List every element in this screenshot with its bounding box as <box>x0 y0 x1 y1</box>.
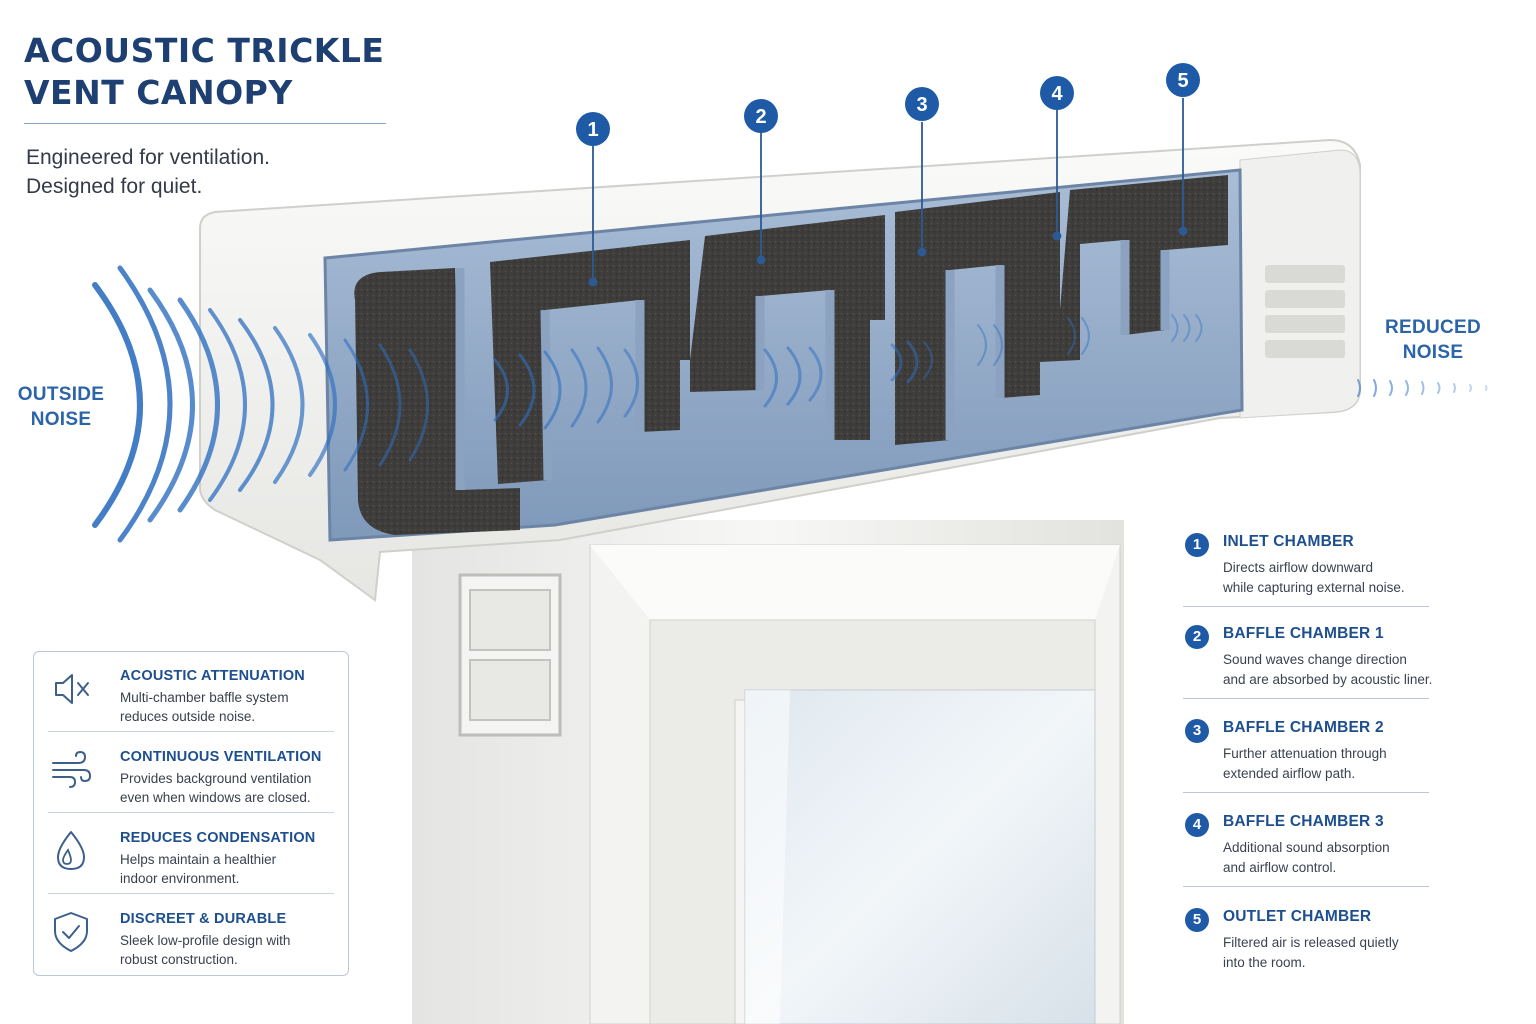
chamber-number-badge: 5 <box>1185 908 1209 932</box>
chamber-divider <box>1183 792 1429 793</box>
feature-heading: CONTINUOUS VENTILATION <box>120 749 322 765</box>
chamber-description-line: and are absorbed by acoustic liner. <box>1223 672 1433 687</box>
feature-description: Sleek low-profile design with robust con… <box>120 931 346 969</box>
feature-heading: ACOUSTIC ATTENUATION <box>120 668 305 684</box>
callout-number: 5 <box>1177 70 1188 92</box>
callout-badge: 4 <box>1040 76 1074 110</box>
feature-description-line: indoor environment. <box>120 871 240 886</box>
chamber-divider <box>1183 886 1429 887</box>
chamber-number-badge: 4 <box>1185 813 1209 837</box>
chamber-description-line: extended airflow path. <box>1223 766 1356 781</box>
callout-badge: 1 <box>576 112 610 146</box>
title-line-1: ACOUSTIC TRICKLE <box>24 31 385 70</box>
callout-badge: 3 <box>905 87 939 121</box>
feature-divider <box>48 893 334 894</box>
chamber-description-line: while capturing external noise. <box>1223 580 1405 595</box>
chamber-description-line: Further attenuation through <box>1223 746 1387 761</box>
feature-description: Provides background ventilation even whe… <box>120 769 346 807</box>
chamber-item-baffle-3: 4 BAFFLE CHAMBER 3 Additional sound abso… <box>1183 808 1443 902</box>
feature-acoustic-attenuation: ACOUSTIC ATTENUATION Multi-chamber baffl… <box>34 652 348 732</box>
feature-description: Helps maintain a healthier indoor enviro… <box>120 850 346 888</box>
reduced-noise-label: REDUCED NOISE <box>1376 315 1490 365</box>
chamber-divider <box>1183 606 1429 607</box>
subtitle-line-2: Designed for quiet. <box>26 175 203 198</box>
chamber-description: Further attenuation through extended air… <box>1223 744 1448 784</box>
chamber-description: Additional sound absorption and airflow … <box>1223 838 1448 878</box>
chamber-cross-section <box>323 168 1244 542</box>
feature-description-line: reduces outside noise. <box>120 709 256 724</box>
callout-badge: 5 <box>1166 63 1200 97</box>
chamber-number-badge: 2 <box>1185 625 1209 649</box>
callout-badge: 2 <box>744 99 778 133</box>
feature-description-line: Multi-chamber baffle system <box>120 690 289 705</box>
reduced-noise-line-1: REDUCED <box>1384 317 1482 338</box>
feature-description-line: Helps maintain a healthier <box>120 852 277 867</box>
callout-number: 4 <box>1051 83 1063 105</box>
callout-leaders <box>588 98 1188 287</box>
callout-number: 2 <box>755 106 766 128</box>
chamber-description-line: Additional sound absorption <box>1223 840 1390 855</box>
chamber-number-badge: 1 <box>1185 533 1209 557</box>
feature-description-line: Sleek low-profile design with <box>120 933 291 948</box>
chamber-heading: BAFFLE CHAMBER 1 <box>1223 625 1384 642</box>
title-line-2: VENT CANOPY <box>24 73 293 112</box>
feature-discreet-durable: DISCREET & DURABLE Sleek low-profile des… <box>34 895 348 975</box>
chamber-item-baffle-1: 2 BAFFLE CHAMBER 1 Sound waves change di… <box>1183 620 1443 714</box>
outside-noise-label: OUTSIDE NOISE <box>8 382 114 432</box>
feature-heading: DISCREET & DURABLE <box>120 911 287 927</box>
chamber-description-line: and airflow control. <box>1223 860 1337 875</box>
subtitle-line-1: Engineered for ventilation. <box>26 146 270 169</box>
title-divider <box>24 123 386 124</box>
chamber-item-inlet: 1 INLET CHAMBER Directs airflow downward… <box>1183 528 1443 622</box>
chamber-description-line: Sound waves change direction <box>1223 652 1407 667</box>
outside-noise-line-1: OUTSIDE <box>17 384 105 405</box>
chamber-description-line: Directs airflow downward <box>1223 560 1374 575</box>
reduced-noise-line-2: NOISE <box>1402 342 1464 363</box>
window-frame <box>412 520 1124 1024</box>
feature-description-line: even when windows are closed. <box>120 790 311 805</box>
feature-description: Multi-chamber baffle system reduces outs… <box>120 688 346 726</box>
chamber-number-badge: 3 <box>1185 719 1209 743</box>
muted-speaker-icon <box>55 674 89 704</box>
chamber-item-baffle-2: 3 BAFFLE CHAMBER 2 Further attenuation t… <box>1183 714 1443 808</box>
chamber-description-line: into the room. <box>1223 955 1306 970</box>
feature-description-line: Provides background ventilation <box>120 771 312 786</box>
chamber-heading: INLET CHAMBER <box>1223 533 1354 550</box>
feature-divider <box>48 812 334 813</box>
chamber-description: Directs airflow downward while capturing… <box>1223 558 1448 598</box>
feature-description-line: robust construction. <box>120 952 238 967</box>
sound-waves <box>92 265 1488 543</box>
chamber-description: Sound waves change direction and are abs… <box>1223 650 1448 690</box>
feature-continuous-ventilation: CONTINUOUS VENTILATION Provides backgrou… <box>34 733 348 813</box>
chamber-description: Filtered air is released quietly into th… <box>1223 933 1448 973</box>
features-panel: ACOUSTIC ATTENUATION Multi-chamber baffl… <box>33 651 349 976</box>
wind-icon <box>52 750 92 788</box>
chamber-heading: BAFFLE CHAMBER 3 <box>1223 813 1384 830</box>
shield-check-icon <box>54 912 88 952</box>
chamber-description-line: Filtered air is released quietly <box>1223 935 1399 950</box>
page-title: ACOUSTIC TRICKLE VENT CANOPY <box>24 30 384 114</box>
page-subtitle: Engineered for ventilation. Designed for… <box>26 143 270 201</box>
chamber-heading: BAFFLE CHAMBER 2 <box>1223 719 1384 736</box>
water-drop-icon <box>57 831 85 870</box>
chamber-divider <box>1183 698 1429 699</box>
feature-divider <box>48 731 334 732</box>
chamber-item-outlet: 5 OUTLET CHAMBER Filtered air is release… <box>1183 903 1443 997</box>
callout-number: 1 <box>587 119 598 141</box>
chamber-heading: OUTLET CHAMBER <box>1223 908 1372 925</box>
callout-number: 3 <box>916 94 927 116</box>
outside-noise-line-2: NOISE <box>30 409 92 430</box>
feature-heading: REDUCES CONDENSATION <box>120 830 316 846</box>
feature-reduces-condensation: REDUCES CONDENSATION Helps maintain a he… <box>34 814 348 894</box>
